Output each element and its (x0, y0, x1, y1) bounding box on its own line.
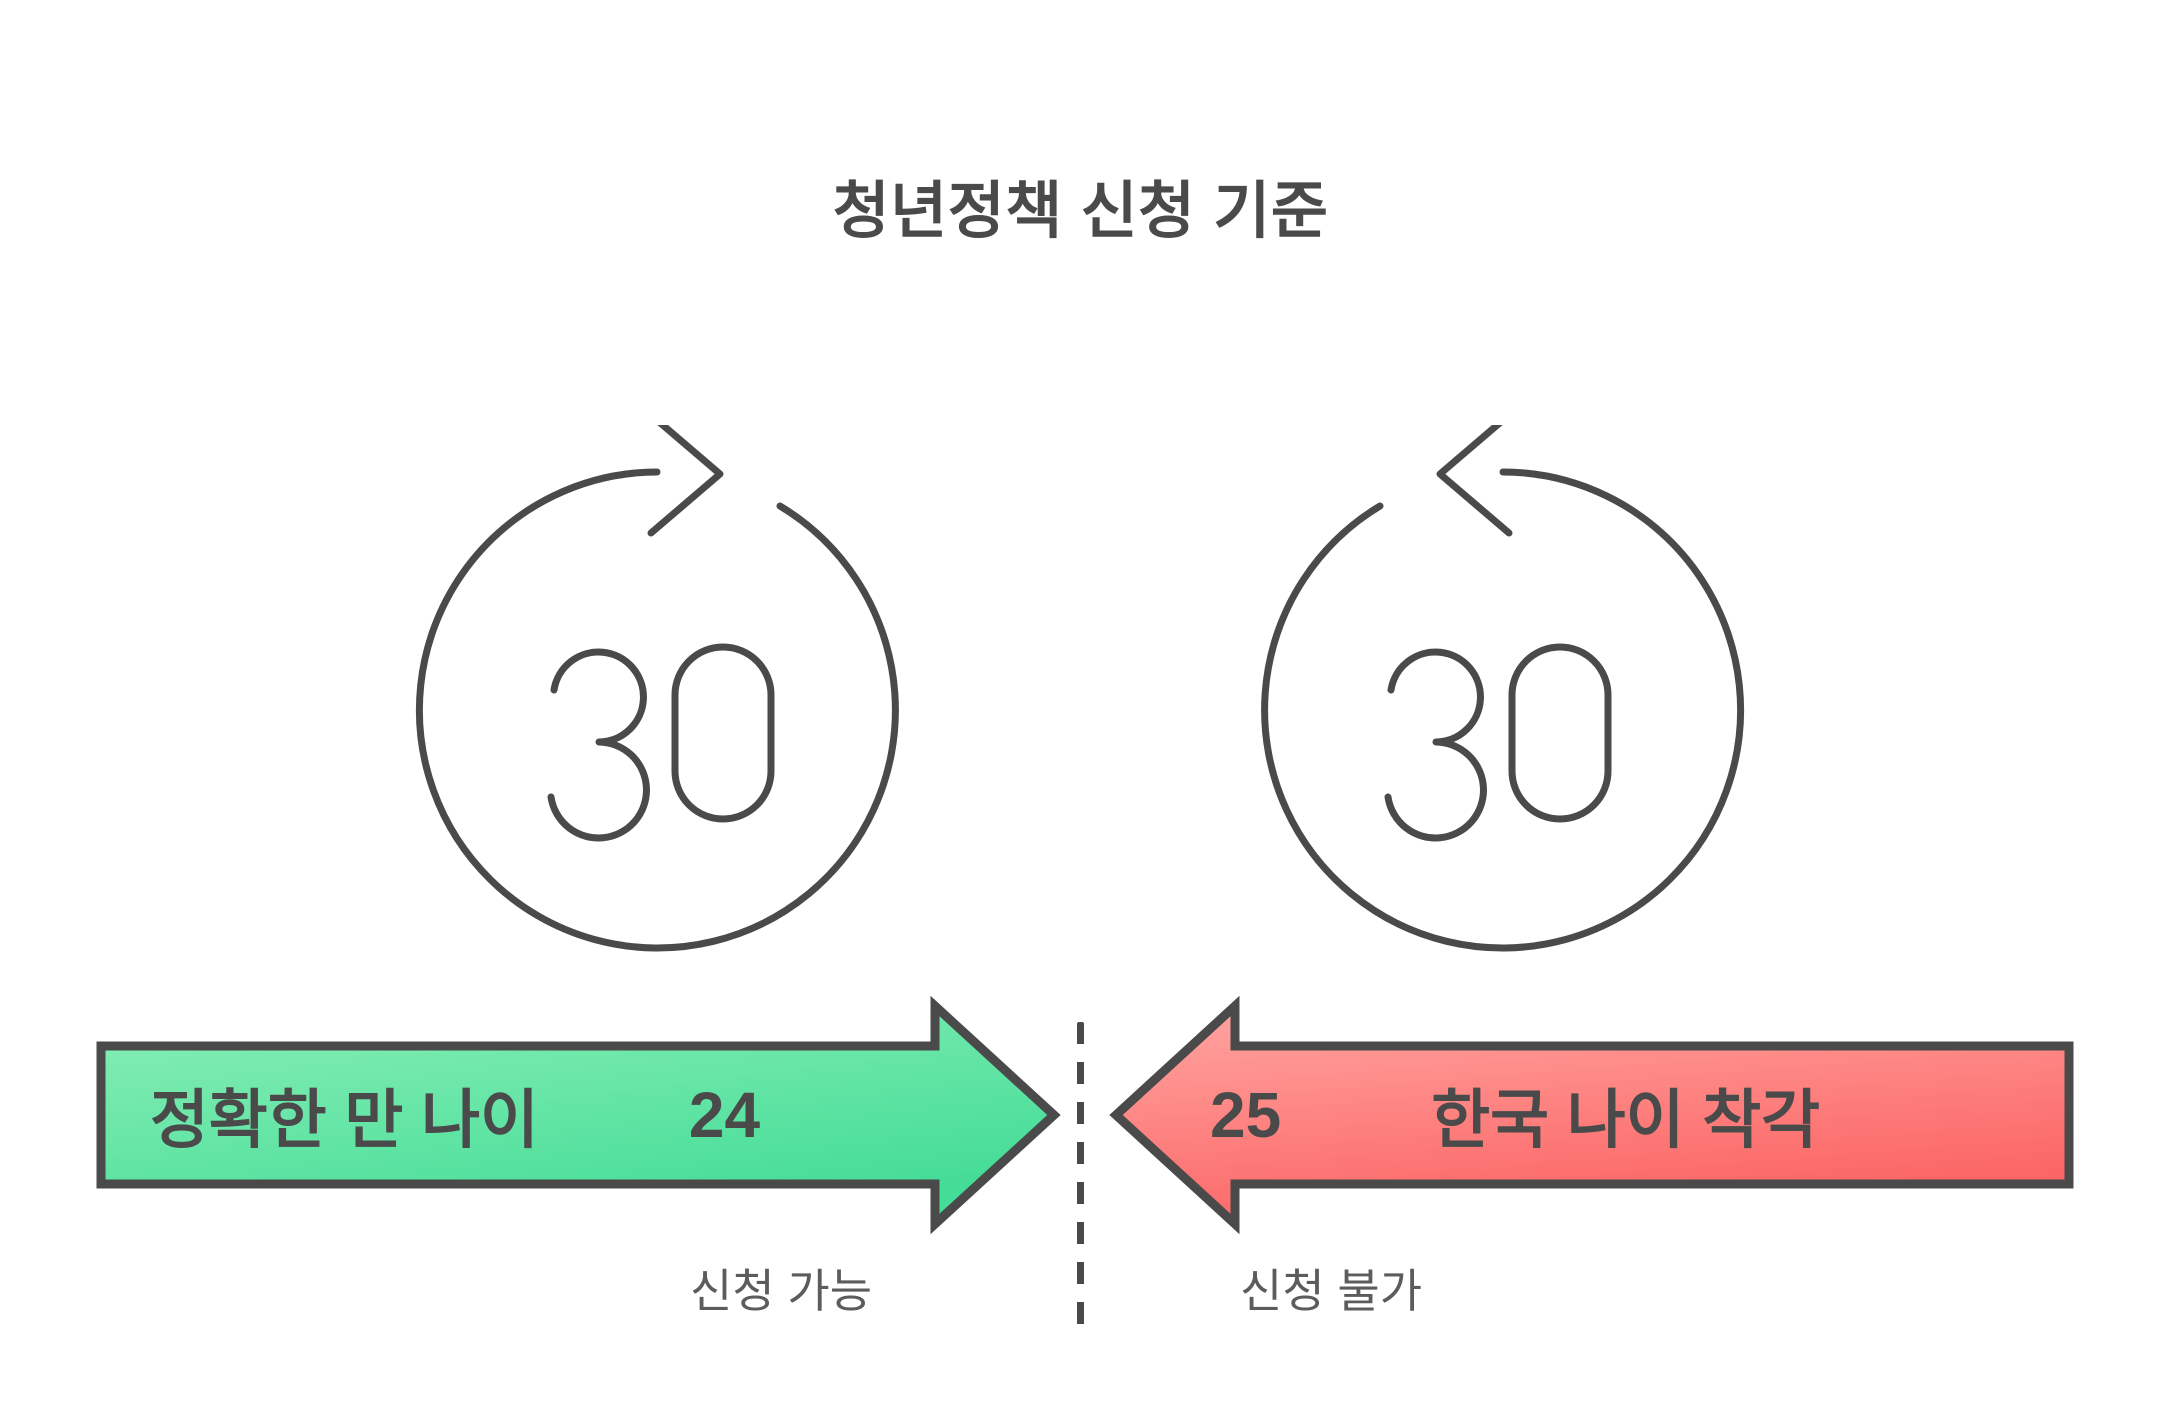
ineligible-age-arrow[interactable] (1100, 995, 2075, 1235)
replay-30-circular-arrow-icon (1225, 425, 1785, 985)
page-title: 청년정책 신청 기준 (832, 177, 1329, 246)
age-threshold-divider (1077, 1022, 1084, 1340)
caption-ineligible: 신청 불가 (1240, 1265, 1423, 1317)
caption-eligible: 신청 가능 (690, 1265, 873, 1317)
forward-30-circular-arrow-icon (375, 425, 935, 985)
eligible-age-arrow[interactable] (95, 995, 1061, 1235)
